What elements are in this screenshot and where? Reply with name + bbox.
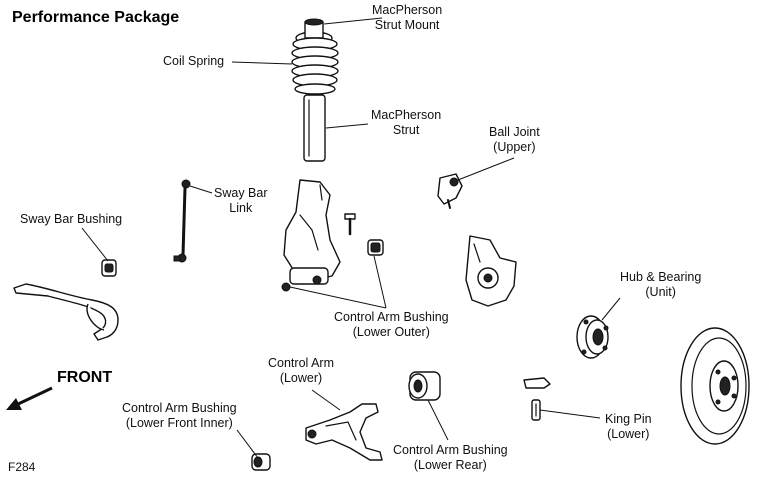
hub-bearing-part — [576, 315, 609, 359]
label-hub-bearing: Hub & Bearing(Unit) — [620, 270, 702, 299]
label-control-arm-lower: Control Arm(Lower) — [268, 356, 334, 385]
label-coil-spring: Coil Spring — [163, 54, 225, 68]
label-ball-joint: Ball Joint(Upper) — [489, 125, 540, 154]
sway-bar-part — [13, 259, 119, 341]
king-pin-part — [523, 377, 551, 421]
label-control-arm-bushing-lower-rear: Control Arm Bushing(Lower Rear) — [393, 443, 508, 472]
label-control-arm-bushing-lower-front-inner: Control Arm Bushing(Lower Front Inner) — [122, 401, 237, 430]
upper-ball-joint-part — [437, 173, 463, 209]
strut-body-part — [303, 94, 326, 162]
front-label: FRONT — [57, 369, 113, 386]
lower-control-arm-part — [305, 403, 383, 461]
coil-spring-part — [291, 37, 339, 95]
figure-code: F284 — [8, 460, 36, 474]
front-direction-arrow — [6, 386, 53, 410]
steering-knuckle-part — [465, 235, 517, 307]
lower-rear-bushing-part — [408, 371, 441, 401]
knuckle-part — [281, 179, 341, 292]
sway-bar-link-part — [173, 179, 191, 263]
label-king-pin: King Pin(Lower) — [605, 412, 652, 441]
label-sway-bar-bushing: Sway Bar Bushing — [20, 212, 123, 226]
label-control-arm-bushing-lower-outer: Control Arm Bushing(Lower Outer) — [334, 310, 449, 339]
lower-front-inner-bushing-part — [251, 453, 271, 471]
bolt-part — [344, 213, 356, 236]
lower-outer-bushing-part — [367, 239, 384, 256]
leader-lines — [81, 17, 621, 459]
diagram-title: Performance Package — [12, 9, 180, 26]
brake-rotor-part — [680, 327, 750, 445]
